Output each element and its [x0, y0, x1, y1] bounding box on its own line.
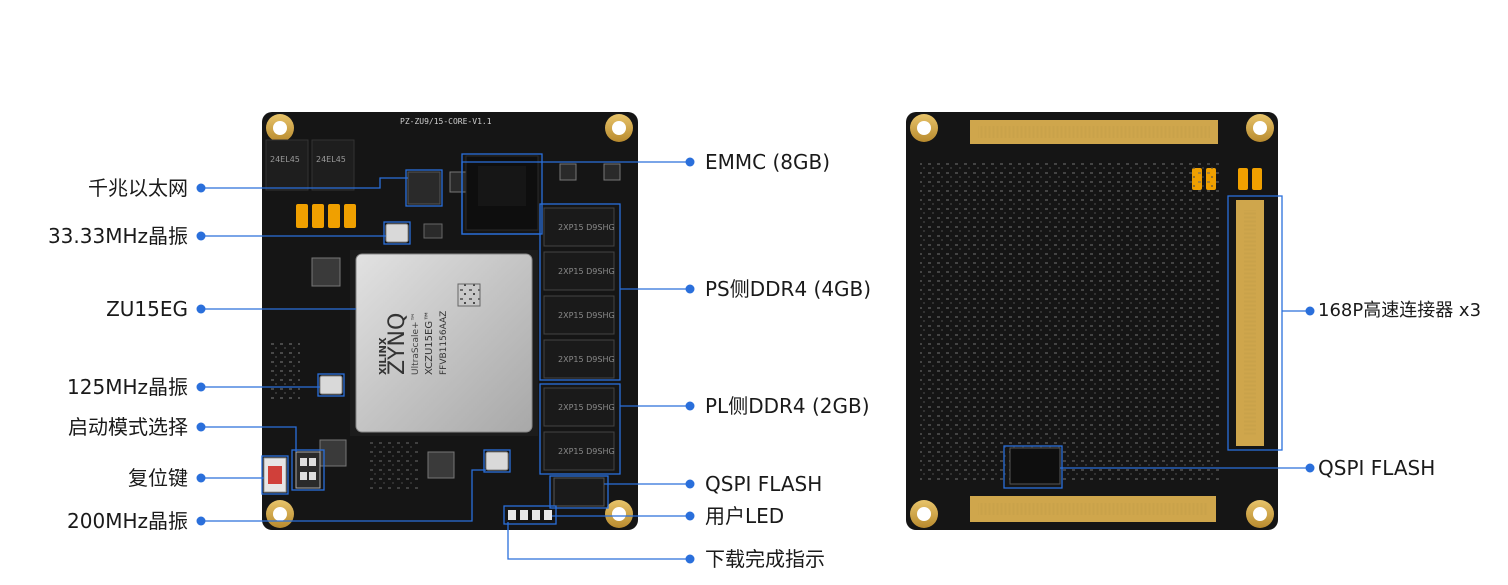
- ethernet-phy-chip: [265, 139, 309, 191]
- qspi-flash-front: [553, 477, 605, 507]
- connector-top: [970, 120, 1218, 144]
- label-osc-125: 125MHz晶振: [67, 375, 188, 399]
- board-silkscreen: PZ-ZU9/15-CORE-V1.1: [400, 117, 492, 126]
- chip-package: FFVB1156AAZ: [439, 311, 449, 375]
- chip-sub: UltraScale+™: [411, 312, 421, 375]
- label-download-led: 下载完成指示: [705, 547, 825, 571]
- connector-right: [1236, 200, 1264, 446]
- label-qspi-back: QSPI FLASH: [1318, 456, 1436, 480]
- zynq-chip: [355, 253, 533, 433]
- front-board: PZ-ZU9/15-CORE-V1.1 24EL45 24EL45 XILINX: [262, 112, 638, 530]
- label-emmc: EMMC (8GB): [705, 150, 831, 174]
- ps-ddr4-chips: [543, 207, 615, 379]
- osc-200-crystal: [485, 451, 509, 471]
- chip-family: ZYNQ: [385, 313, 410, 375]
- ethernet-ic: [407, 171, 441, 205]
- label-osc-33: 33.33MHz晶振: [47, 224, 188, 248]
- ddr-chip-text: 2XP15 D9SHG: [558, 223, 615, 232]
- label-user-led: 用户LED: [705, 504, 785, 528]
- ddr-chip-text: 2XP15 D9SHG: [558, 267, 615, 276]
- chip-part: XCZU15EG™: [424, 311, 435, 375]
- label-ps-ddr4: PS侧DDR4 (4GB): [705, 277, 872, 301]
- ddr-chip-text: 2XP15 D9SHG: [558, 355, 615, 364]
- label-boot-mode: 启动模式选择: [68, 415, 188, 439]
- user-leds: [508, 510, 552, 520]
- label-osc-200: 200MHz晶振: [67, 509, 188, 533]
- chip-qr-code: [457, 283, 481, 307]
- eth-chip-label: 24EL45: [270, 155, 300, 164]
- label-reset-key: 复位键: [128, 466, 188, 490]
- label-qspi-front: QSPI FLASH: [705, 472, 823, 496]
- ddr-chip-text: 2XP15 D9SHG: [558, 311, 615, 320]
- pl-ddr4-chips: [543, 387, 615, 471]
- back-board: [906, 112, 1278, 530]
- qspi-flash-back: [1009, 447, 1061, 485]
- mounting-hole: [910, 114, 1274, 528]
- label-connectors: 168P高速连接器 x3: [1318, 300, 1482, 321]
- label-pl-ddr4: PL侧DDR4 (2GB): [705, 394, 870, 418]
- connector-bottom: [970, 496, 1216, 522]
- callout-dots: [196, 157, 1315, 564]
- ethernet-phy-chip: [311, 139, 355, 191]
- boot-mode-switch: [295, 451, 321, 489]
- orange-capacitors: [296, 204, 356, 228]
- ddr-chip-text: 2XP15 D9SHG: [558, 403, 615, 412]
- osc-125-crystal: [319, 375, 343, 395]
- osc-33-crystal: [385, 223, 409, 243]
- label-ethernet: 千兆以太网: [88, 176, 188, 200]
- highlight-boxes: [261, 153, 1283, 525]
- eth-chip-label: 24EL45: [316, 155, 346, 164]
- chip-brand: XILINX: [378, 337, 389, 375]
- label-zu15eg: ZU15EG: [106, 297, 188, 321]
- ddr-chip-text: 2XP15 D9SHG: [558, 447, 615, 456]
